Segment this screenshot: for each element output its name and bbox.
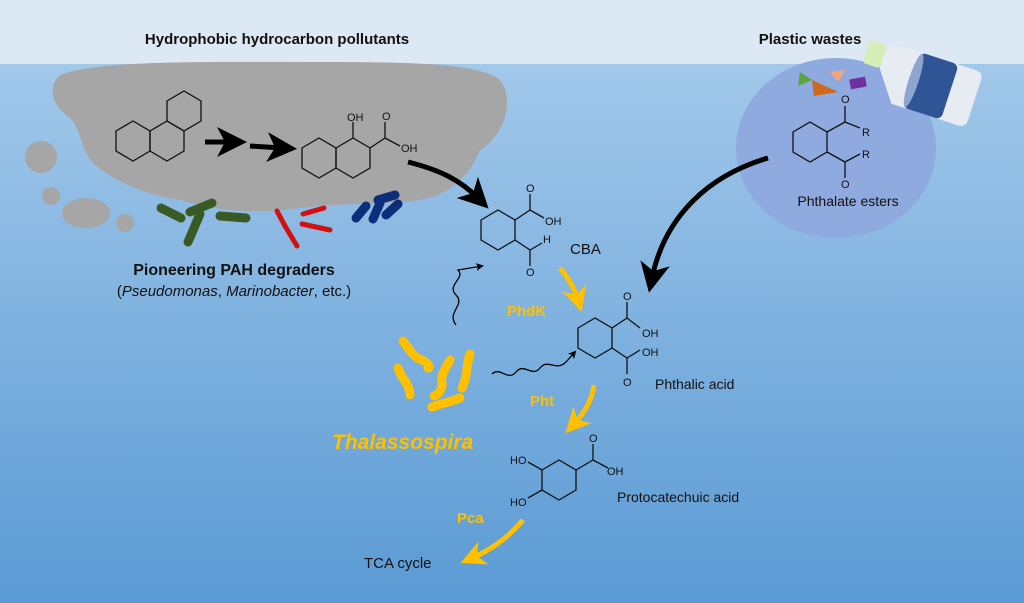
cba-structure: O OH H O: [480, 183, 562, 279]
phthalate-esters-label: Phthalate esters: [797, 193, 898, 209]
signal-arrow-to-cba: [452, 263, 484, 326]
thalassospira-label: Thalassospira: [332, 431, 474, 454]
bacteria-blue: [351, 190, 403, 224]
svg-text:O: O: [589, 433, 598, 445]
plastic-header: Plastic wastes: [759, 31, 862, 48]
svg-text:O: O: [841, 179, 850, 191]
svg-text:R: R: [862, 149, 870, 161]
svg-text:HO: HO: [510, 455, 527, 467]
hydroxynaphthoic-acid-structure: OH O OH: [301, 111, 418, 179]
phdk-arrow: [558, 266, 587, 312]
bacteria-red: [274, 205, 333, 249]
plastic-bottle-icon: [863, 40, 982, 126]
phthalate-ester-structure: O R R O: [792, 94, 870, 191]
phdk-enzyme-label: PhdK: [507, 303, 546, 320]
arrow-to-cba: [407, 159, 489, 209]
bacteria-green: [156, 198, 251, 247]
pioneering-degraders-genera: (Pseudomonas, Marinobacter, etc.): [117, 283, 351, 300]
svg-text:O: O: [623, 377, 632, 389]
pht-enzyme-label: Pht: [530, 393, 554, 410]
signal-arrow-to-phthalic: [491, 350, 577, 377]
phthalic-acid-structure: O OH OH O: [577, 291, 659, 389]
svg-text:O: O: [841, 94, 850, 106]
cba-label: CBA: [570, 241, 601, 258]
svg-text:O: O: [382, 111, 391, 123]
svg-text:OH: OH: [347, 112, 364, 124]
svg-text:OH: OH: [642, 347, 659, 359]
svg-text:O: O: [623, 291, 632, 303]
pca-enzyme-label: Pca: [457, 510, 484, 527]
svg-text:O: O: [526, 267, 535, 279]
protocatechuic-acid-label: Protocatechuic acid: [617, 489, 739, 505]
plastic-fragments: [798, 70, 867, 96]
pioneering-degraders-title: Pioneering PAH degraders: [133, 262, 335, 279]
tca-cycle-label: TCA cycle: [364, 555, 432, 572]
phenanthrene-structure: [115, 90, 202, 162]
protocatechuic-acid-structure: O OH HO HO: [510, 433, 624, 509]
svg-text:OH: OH: [642, 328, 659, 340]
svg-text:H: H: [543, 234, 551, 246]
svg-text:OH: OH: [545, 216, 562, 228]
svg-text:O: O: [526, 183, 535, 195]
pollutants-header: Hydrophobic hydrocarbon pollutants: [145, 31, 409, 48]
plastic-pool: [736, 58, 936, 238]
pht-arrow: [565, 384, 597, 434]
phthalic-acid-label: Phthalic acid: [655, 376, 734, 392]
arrow-esters-to-phthalic: [640, 155, 769, 293]
svg-text:OH: OH: [401, 143, 418, 155]
pca-arrow: [460, 518, 525, 565]
sky-band: [0, 0, 1024, 64]
pah-degrader-bacteria: [156, 190, 403, 249]
svg-text:R: R: [862, 127, 870, 139]
svg-text:HO: HO: [510, 497, 527, 509]
thalassospira-bacteria: [393, 336, 475, 412]
svg-text:OH: OH: [607, 466, 624, 478]
reaction-arrows-pah: [205, 127, 297, 163]
